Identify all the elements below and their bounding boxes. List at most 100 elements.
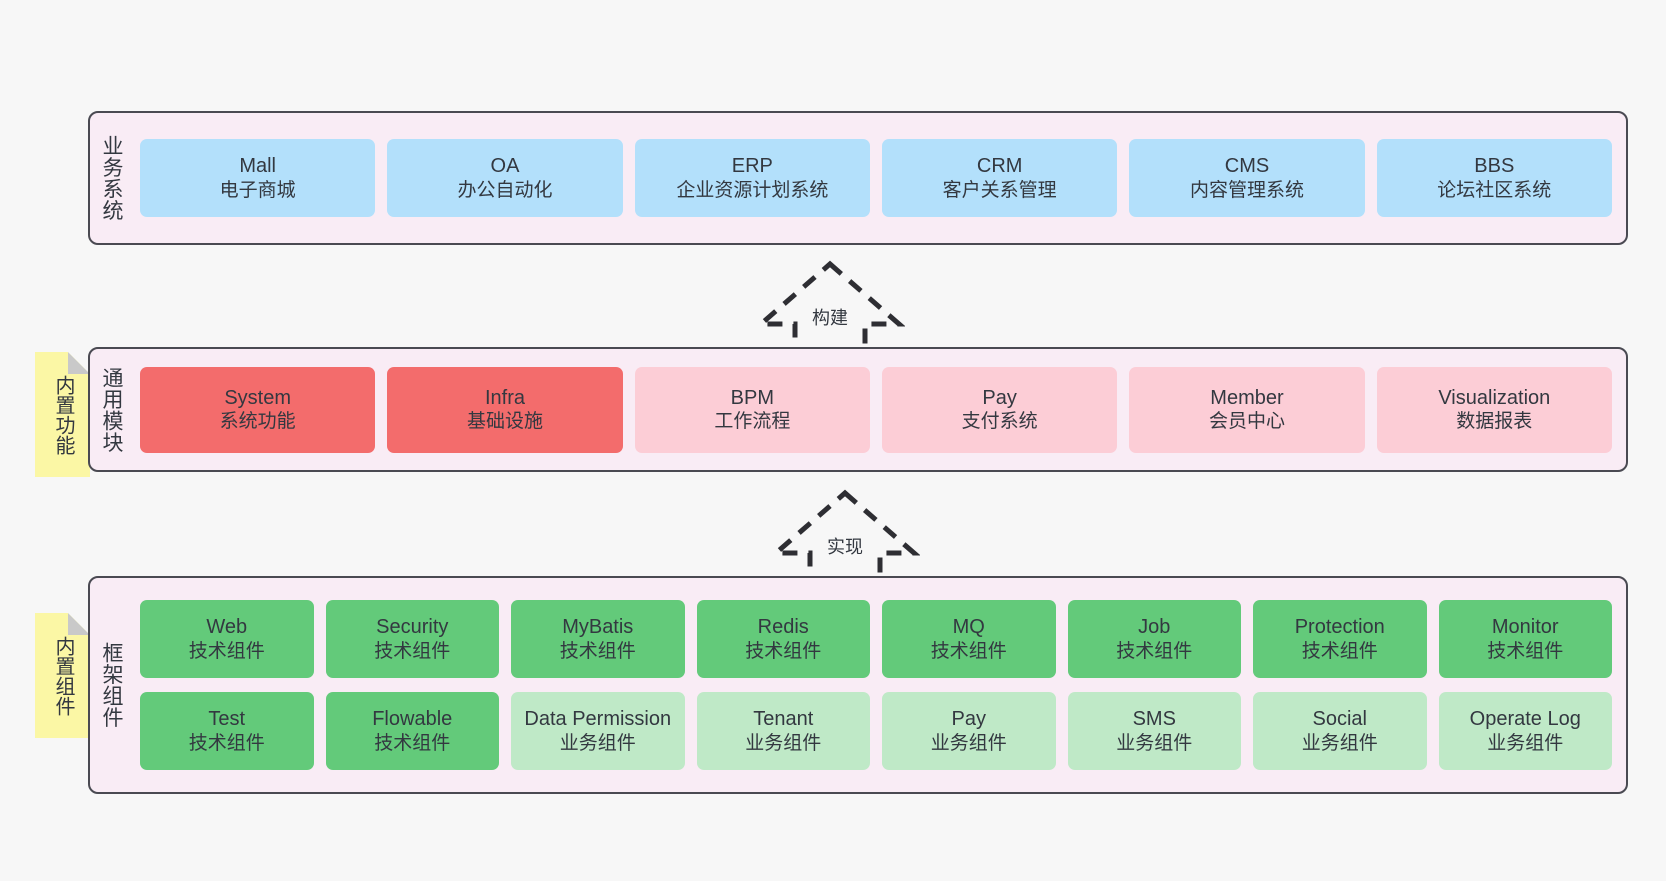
box-mq[interactable]: MQ 技术组件 [882, 600, 1056, 678]
box-flowable[interactable]: Flowable 技术组件 [325, 692, 499, 770]
box-pay-component-en: Pay [951, 708, 986, 731]
layer-body-framework-components: Web 技术组件 Security 技术组件 MyBatis 技术组件 Redi… [132, 578, 1626, 792]
box-test-en: Test [208, 708, 246, 731]
box-monitor-cn: 技术组件 [1487, 640, 1564, 662]
arrow-build: 构建 [755, 258, 905, 356]
box-pay-module[interactable]: Pay 支付系统 [881, 366, 1118, 453]
box-tenant-en: Tenant [753, 708, 814, 731]
box-bbs-cn: 论坛社区系统 [1437, 179, 1552, 201]
box-operate-log-cn: 业务组件 [1487, 732, 1564, 754]
box-mq-en: MQ [952, 616, 985, 639]
framework-row-business: Test 技术组件 Flowable 技术组件 Data Permission … [140, 692, 1612, 770]
box-mall-cn: 电子商城 [219, 179, 296, 201]
box-mybatis[interactable]: MyBatis 技术组件 [511, 600, 685, 678]
box-bbs[interactable]: BBS 论坛社区系统 [1376, 139, 1612, 217]
box-flowable-cn: 技术组件 [374, 732, 451, 754]
box-sms-en: SMS [1132, 708, 1176, 731]
note-fold-corner-icon [68, 613, 90, 635]
arrow-implement-shape [770, 489, 920, 582]
box-visualization-cn: 数据报表 [1456, 411, 1533, 433]
box-erp-en: ERP [731, 155, 773, 178]
box-infra-en: Infra [484, 386, 525, 409]
box-social-cn: 业务组件 [1301, 732, 1378, 754]
box-security[interactable]: Security 技术组件 [325, 600, 499, 678]
box-pay-component-cn: 业务组件 [930, 732, 1007, 754]
box-test[interactable]: Test 技术组件 [140, 692, 314, 770]
box-social-en: Social [1312, 708, 1367, 731]
box-sms[interactable]: SMS 业务组件 [1067, 692, 1241, 770]
layer-common-modules: 通用模块 System 系统功能 Infra 基础设施 BPM 工作流程 Pay… [88, 347, 1628, 472]
box-crm-en: CRM [976, 155, 1023, 178]
layer-title-common-modules: 通用模块 [99, 366, 123, 453]
box-bpm-en: BPM [730, 386, 774, 409]
box-infra-cn: 基础设施 [466, 411, 543, 433]
framework-row-technical: Web 技术组件 Security 技术组件 MyBatis 技术组件 Redi… [140, 600, 1612, 678]
box-data-permission[interactable]: Data Permission 业务组件 [511, 692, 685, 770]
box-crm[interactable]: CRM 客户关系管理 [881, 139, 1118, 217]
box-job[interactable]: Job 技术组件 [1067, 600, 1241, 678]
box-protection[interactable]: Protection 技术组件 [1253, 600, 1427, 678]
layer-body-business-systems: Mall 电子商城 OA 办公自动化 ERP 企业资源计划系统 CRM 客户关系… [132, 113, 1626, 243]
box-pay-component[interactable]: Pay 业务组件 [882, 692, 1056, 770]
box-pay-module-en: Pay [982, 386, 1017, 409]
box-pay-module-cn: 支付系统 [961, 411, 1038, 433]
layer-title-business-systems: 业务系统 [99, 135, 123, 221]
box-visualization[interactable]: Visualization 数据报表 [1376, 366, 1612, 453]
box-mall-en: Mall [239, 155, 276, 178]
box-redis-cn: 技术组件 [745, 640, 822, 662]
box-cms[interactable]: CMS 内容管理系统 [1129, 139, 1365, 217]
box-security-en: Security [376, 616, 449, 639]
box-cms-en: CMS [1224, 155, 1270, 178]
box-erp-cn: 企业资源计划系统 [676, 179, 829, 201]
box-job-cn: 技术组件 [1116, 640, 1193, 662]
box-web-en: Web [206, 616, 248, 639]
box-flowable-en: Flowable [372, 708, 453, 731]
note-builtin-function-label: 内置功能 [52, 374, 74, 455]
box-security-cn: 技术组件 [374, 640, 451, 662]
box-tenant[interactable]: Tenant 业务组件 [696, 692, 870, 770]
box-operate-log-en: Operate Log [1469, 708, 1581, 731]
box-operate-log[interactable]: Operate Log 业务组件 [1438, 692, 1612, 770]
layer-business-systems: 业务系统 Mall 电子商城 OA 办公自动化 ERP 企业资源计划系统 CRM… [88, 111, 1628, 245]
box-bpm[interactable]: BPM 工作流程 [634, 366, 870, 453]
box-member-en: Member [1210, 386, 1284, 409]
box-system-en: System [224, 386, 291, 409]
note-builtin-component: 内置组件 [35, 613, 90, 738]
box-redis-en: Redis [757, 616, 809, 639]
note-builtin-function: 内置功能 [35, 352, 90, 477]
box-bbs-en: BBS [1474, 155, 1515, 178]
box-crm-cn: 客户关系管理 [942, 179, 1057, 201]
box-data-permission-en: Data Permission [524, 708, 672, 731]
box-visualization-en: Visualization [1438, 386, 1551, 409]
layer-body-common-modules: System 系统功能 Infra 基础设施 BPM 工作流程 Pay 支付系统… [132, 349, 1626, 470]
box-web[interactable]: Web 技术组件 [140, 600, 314, 678]
box-monitor[interactable]: Monitor 技术组件 [1438, 600, 1612, 678]
box-mall[interactable]: Mall 电子商城 [140, 139, 376, 217]
box-mybatis-cn: 技术组件 [559, 640, 636, 662]
box-data-permission-cn: 业务组件 [559, 732, 636, 754]
box-protection-en: Protection [1294, 616, 1385, 639]
box-redis[interactable]: Redis 技术组件 [696, 600, 870, 678]
box-oa-cn: 办公自动化 [457, 179, 553, 201]
note-fold-corner-icon [68, 352, 90, 374]
box-infra[interactable]: Infra 基础设施 [387, 366, 623, 453]
box-erp[interactable]: ERP 企业资源计划系统 [634, 139, 870, 217]
box-system-cn: 系统功能 [219, 411, 296, 433]
box-oa[interactable]: OA 办公自动化 [387, 139, 623, 217]
box-web-cn: 技术组件 [188, 640, 265, 662]
layer-framework-components: 框架组件 Web 技术组件 Security 技术组件 MyBatis 技术组件… [88, 576, 1628, 794]
box-cms-cn: 内容管理系统 [1189, 179, 1304, 201]
box-bpm-cn: 工作流程 [714, 411, 791, 433]
layer-title-framework-components: 框架组件 [99, 642, 123, 728]
box-system[interactable]: System 系统功能 [140, 366, 376, 453]
note-builtin-component-label: 内置组件 [52, 635, 74, 716]
box-test-cn: 技术组件 [188, 732, 265, 754]
box-social[interactable]: Social 业务组件 [1253, 692, 1427, 770]
box-member[interactable]: Member 会员中心 [1129, 366, 1365, 453]
box-oa-en: OA [490, 155, 520, 178]
box-member-cn: 会员中心 [1208, 411, 1285, 433]
arrow-build-shape [755, 260, 905, 353]
box-tenant-cn: 业务组件 [745, 732, 822, 754]
box-mq-cn: 技术组件 [930, 640, 1007, 662]
